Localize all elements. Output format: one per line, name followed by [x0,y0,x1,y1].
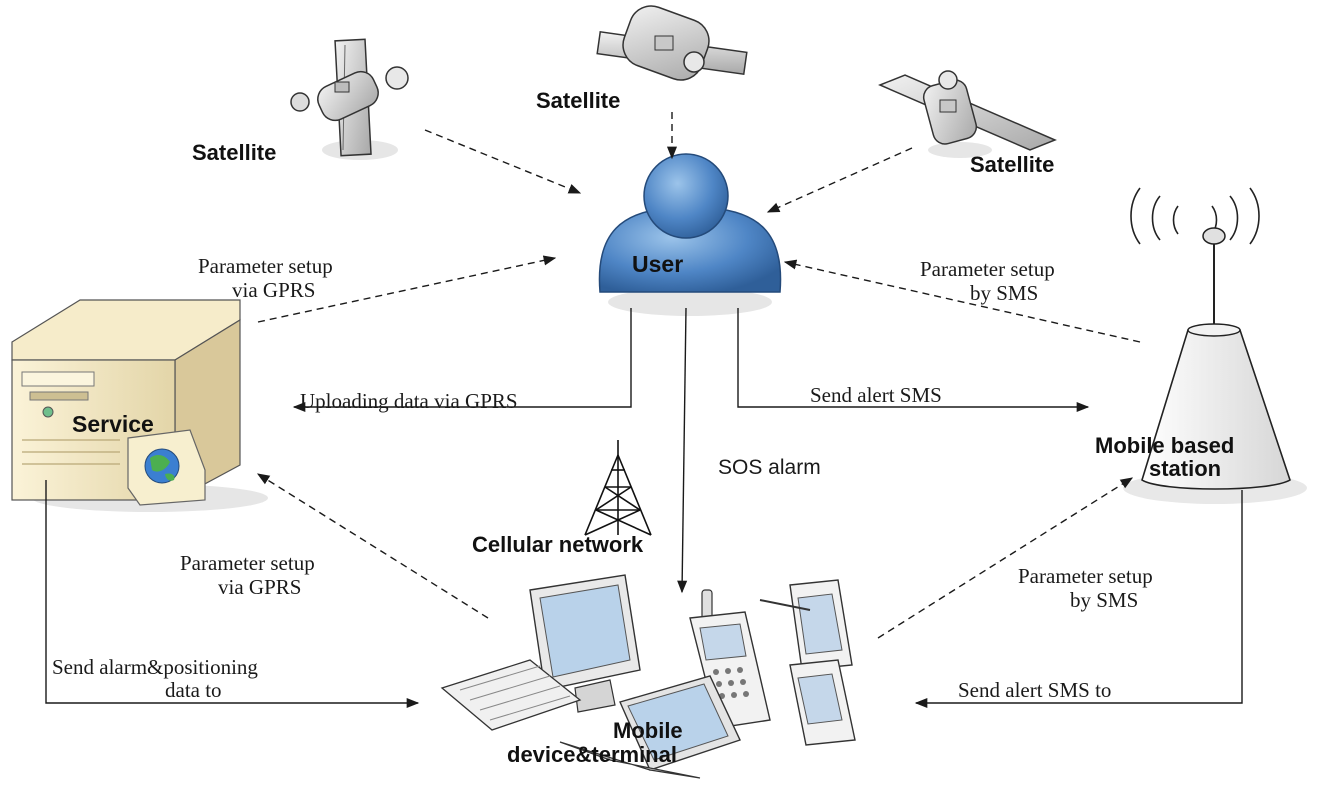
edge-label-param-sms-top-line2: by SMS [970,281,1038,305]
edge-station-to-user [783,259,1141,343]
monitor-icon [529,574,641,713]
edge-label-send-alert-sms-to: Send alert SMS to [958,678,1111,702]
edge-label-upload-gprs: Uploading data via GPRS [300,389,518,413]
base-station-icon [1123,187,1307,504]
laptop-icon [559,675,741,779]
satellite-left-icon [290,38,409,160]
service-label: Service [72,411,154,437]
edge-label-param-sms-bottom-line1: Parameter setup [1018,564,1153,588]
edge-label-send-alarm-positioning-line2: data to [165,678,222,702]
cellular-tower-icon [584,440,652,536]
edge-label-param-gprs-top-line2: via GPRS [232,278,315,302]
edge-label-param-gprs-top-line1: Parameter setup [198,254,333,278]
edge-user-to-devices [677,307,688,594]
edge-label-param-gprs-bottom-line2: via GPRS [218,575,301,599]
edge-label-param-sms-top-line1: Parameter setup [920,257,1055,281]
pda-icon [759,579,853,671]
edge-user-to-station [737,308,1090,413]
globe-document-icon [127,429,206,506]
mobile-station-label-line1: Mobile based [1095,433,1234,458]
satellite-right-icon [878,70,1057,158]
edge-devices-to-station [877,477,1134,639]
edge-label-sos-alarm: SOS alarm [718,456,821,479]
edge-label-send-alert-sms: Send alert SMS [810,383,942,407]
edge-label-param-gprs-bottom-line1: Parameter setup [180,551,315,575]
edge-label-param-sms-bottom-line2: by SMS [1070,588,1138,612]
mobile-device-label-line1: Mobile [613,718,683,743]
user-label: User [632,251,683,277]
server-icon [11,299,268,512]
cell-phone-icon [689,589,771,729]
mobile-devices-icon [440,574,856,779]
edge-service-to-devices [45,480,420,709]
user-icon [598,153,782,316]
satellite-center-label: Satellite [536,88,620,113]
satellite-left-label: Satellite [192,140,276,165]
mobile-station-label-line2: station [1149,456,1221,481]
edge-satellite-right-to-user [766,147,913,213]
edge-station-to-devices [914,490,1243,709]
pda-secondary-icon [789,659,856,746]
satellite-center-icon [596,5,748,81]
cellular-network-label: Cellular network [472,532,644,557]
edge-label-send-alarm-positioning-line1: Send alarm&positioning [52,655,258,679]
keyboard-icon [440,659,582,731]
edge-devices-to-service [256,473,489,619]
edge-satellite-left-to-user [424,129,582,194]
edge-service-to-user [257,255,557,323]
edge-user-to-service [292,308,632,413]
mobile-device-label-line2: device&terminal [507,742,677,767]
satellite-right-label: Satellite [970,152,1054,177]
